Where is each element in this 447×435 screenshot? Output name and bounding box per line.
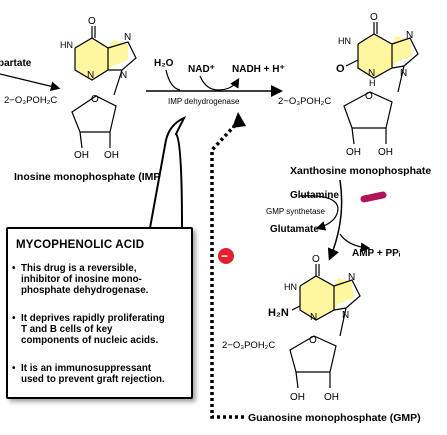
gmp-oh-left: OH	[290, 392, 305, 403]
aspartate-fragment: partate	[0, 58, 32, 69]
xmp-atom-o-top: O	[370, 12, 378, 23]
feedback-inhibition-line	[210, 120, 244, 419]
callout-title: MYCOPHENOLIC ACID	[16, 239, 145, 251]
callout-pointer	[149, 116, 187, 229]
imp-label: Inosine monophosphate (IMP)	[14, 171, 164, 183]
glutamine-label: Glutamine	[290, 190, 339, 201]
feedback-arrowhead	[232, 112, 246, 128]
xmp-purine-fill	[358, 34, 412, 78]
imp-atom-ring-o: O	[91, 94, 99, 105]
xmp-atom-hn: HN	[338, 36, 351, 46]
xmp-atom-ring-o: O	[365, 91, 373, 102]
xmp-oh-right: OH	[378, 147, 393, 158]
xmp-phosphate: 2−O₃POH₂C	[278, 96, 331, 107]
imp-atom-o: O	[88, 16, 96, 27]
callout-bullet-3-text: It is an immunosuppressant used to preve…	[21, 363, 165, 385]
xmp-oh-left: OH	[346, 147, 361, 158]
xmp-atom-n-top: N	[406, 30, 413, 41]
gmp-atom-n-right: N	[342, 310, 349, 321]
gmp-atom-h2n: H₂N	[268, 307, 289, 319]
gmp-oh-right: OH	[324, 392, 339, 403]
aspartate-arrow	[0, 73, 61, 91]
imp-atom-hn: HN	[60, 40, 73, 50]
nad-label: NAD⁺	[188, 64, 215, 75]
imp-phosphate: 2−O₃POH₂C	[4, 95, 57, 106]
imp-dehydrogenase-label: IMP dehydrogenase	[168, 97, 240, 106]
gmp-phosphate: 2−O₃POH₂C	[222, 340, 275, 351]
reaction-imp-dehydrogenase: H₂O NAD⁺ NADH + H⁺ IMP dehydrogenase	[146, 58, 285, 106]
xmp-atom-h: H	[369, 78, 376, 88]
xmp-atom-n: N	[368, 68, 375, 79]
amp-ppi-label: AMP + PPᵢ	[352, 248, 401, 259]
gmp-atom-o: O	[312, 254, 320, 265]
reaction-gmp-synthetase: Glutamine GMP synthetase Glutamate AMP +…	[266, 179, 401, 261]
xmp-molecule: O HN O N H N N O 2−O₃POH₂C OH OH	[278, 12, 419, 158]
nadh-label: NADH + H⁺	[232, 64, 285, 75]
gmp-molecule: O HN H₂N N N N O 2−O₃POH₂C OH OH	[222, 254, 361, 403]
bullet-dot-icon: •	[12, 313, 16, 324]
gmp-purine-fill	[300, 276, 354, 320]
imp-atom-n-top: N	[124, 32, 131, 43]
inhibitor-badge	[218, 248, 234, 264]
imp-atom-n-left: N	[87, 70, 94, 81]
imp-oh-right: OH	[104, 150, 119, 161]
xmp-label: Xanthosine monophosphate	[290, 165, 431, 177]
callout-bullet-1: • This drug is a reversible, inhibitor o…	[12, 263, 188, 296]
imp-molecule: O HN N N N O 2−O₃POH₂C OH OH	[4, 16, 137, 161]
water-label: H₂O	[154, 58, 174, 69]
callout-bullet-2: • It deprives rapidly proliferating T an…	[12, 313, 188, 346]
gmp-label: Guanosine monophosphate (GMP)	[248, 412, 421, 424]
bullet-dot-icon: •	[12, 363, 16, 374]
gmp-atom-hn: HN	[284, 282, 297, 292]
gmp-atom-n-top: N	[348, 272, 355, 283]
bullet-dot-icon: •	[12, 263, 16, 274]
gmp-atom-ring-o: O	[309, 335, 317, 346]
imp-purine-fill	[75, 38, 128, 80]
gmp-synthetase-label: GMP synthetase	[266, 207, 326, 216]
glutamate-label: Glutamate	[270, 224, 319, 235]
xmp-atom-o-left: O	[336, 63, 345, 75]
imp-oh-left: OH	[74, 150, 89, 161]
xmp-atom-n-right: N	[400, 68, 407, 79]
mycophenolic-acid-callout: MYCOPHENOLIC ACID • This drug is a rever…	[6, 227, 193, 399]
glutamine-marker	[360, 191, 387, 203]
callout-bullet-1-text: This drug is a reversible, inhibitor of …	[21, 263, 149, 296]
callout-bullet-2-text: It deprives rapidly proliferating T and …	[21, 313, 165, 346]
callout-bullet-3: • It is an immunosuppressant used to pre…	[12, 363, 188, 385]
imp-atom-n-right: N	[120, 70, 127, 81]
gmp-atom-n-left: N	[310, 312, 317, 323]
inhibitor-symbol: −	[221, 249, 228, 263]
